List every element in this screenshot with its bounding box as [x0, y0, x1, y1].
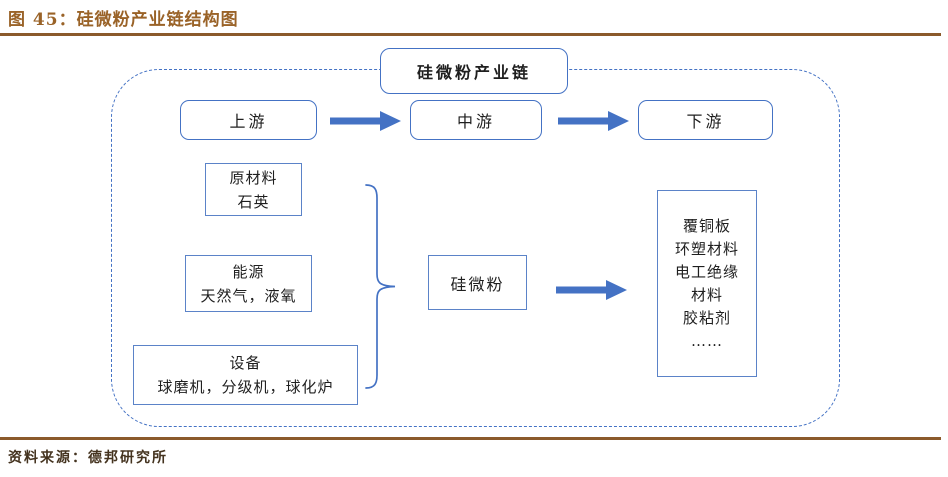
- input-box-energy: 能源 天然气，液氧: [185, 255, 312, 312]
- bottom-divider-rule: [0, 437, 941, 440]
- application-line: 电工绝缘: [674, 262, 739, 281]
- source-attribution: 资料来源：德邦研究所: [8, 450, 168, 466]
- stage-box-midstream: 中游: [410, 100, 542, 140]
- input-box-raw-material: 原材料 石英: [205, 163, 302, 216]
- chain-title-box: 硅微粉产业链: [380, 48, 568, 94]
- input-raw-material-detail: 石英: [237, 192, 270, 211]
- application-line: 环塑材料: [674, 239, 739, 258]
- input-energy-detail: 天然气，液氧: [200, 286, 297, 305]
- application-line-ellipsis: ……: [691, 331, 723, 350]
- stage-box-downstream: 下游: [638, 100, 773, 140]
- right-arrow-icon: [556, 280, 627, 300]
- product-box-silicon-micropowder: 硅微粉: [428, 255, 527, 310]
- downstream-applications-box: 覆铜板 环塑材料 电工绝缘 材料 胶粘剂 ……: [657, 190, 757, 377]
- stage-upstream-label: 上游: [229, 112, 268, 131]
- stage-box-upstream: 上游: [180, 100, 317, 140]
- application-line: 胶粘剂: [682, 308, 731, 327]
- application-line: 覆铜板: [682, 216, 731, 235]
- top-divider-rule: [0, 33, 941, 36]
- figure-title: 图 45：硅微粉产业链结构图: [8, 10, 239, 30]
- right-arrow-icon: [330, 111, 401, 131]
- input-energy-title: 能源: [232, 262, 265, 281]
- curly-brace-icon: [365, 184, 396, 389]
- stage-midstream-label: 中游: [456, 112, 495, 131]
- input-box-equipment: 设备 球磨机，分级机，球化炉: [133, 345, 358, 405]
- stage-downstream-label: 下游: [686, 112, 725, 131]
- chain-title-label: 硅微粉产业链: [416, 63, 531, 82]
- application-line: 材料: [690, 285, 723, 304]
- input-equipment-detail: 球磨机，分级机，球化炉: [157, 378, 334, 396]
- input-equipment-title: 设备: [229, 354, 262, 372]
- right-arrow-icon: [558, 111, 629, 131]
- product-label: 硅微粉: [450, 274, 505, 294]
- input-raw-material-title: 原材料: [229, 168, 278, 187]
